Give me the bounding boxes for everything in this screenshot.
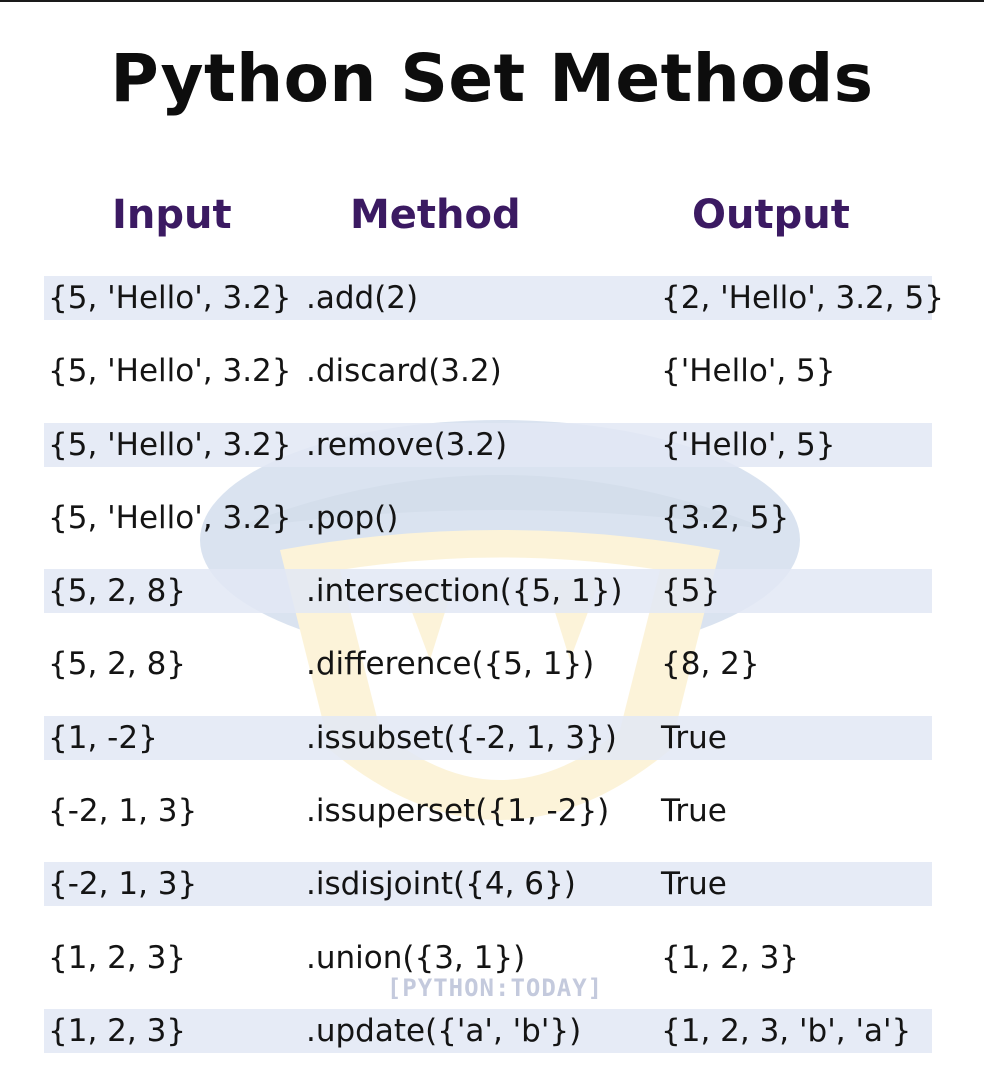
input-cell: {5, 'Hello', 3.2}	[48, 280, 292, 316]
page-title: Python Set Methods	[110, 40, 874, 117]
table-row: {5, 2, 8} .difference({5, 1}) {8, 2}	[44, 628, 932, 701]
input-cell: {1, 2, 3}	[48, 939, 187, 976]
method-cell: .isdisjoint({4, 6})	[306, 866, 576, 903]
table-row: {5, 2, 8} .intersection({5, 1}) {5}	[44, 555, 932, 628]
row-stripe	[44, 862, 932, 907]
row-stripe	[44, 276, 932, 320]
output-cell: {1, 2, 3}	[661, 939, 800, 976]
row-stripe	[44, 1008, 932, 1053]
output-cell: True	[661, 719, 727, 756]
output-cell: {'Hello', 5}	[661, 426, 836, 463]
method-cell: .intersection({5, 1})	[306, 573, 623, 610]
input-cell: {5, 2, 8}	[48, 573, 187, 610]
method-cell: .difference({5, 1})	[306, 646, 595, 683]
output-cell: {'Hello', 5}	[661, 353, 836, 390]
method-cell: .update({'a', 'b'})	[306, 1012, 582, 1049]
input-cell: {5, 2, 8}	[48, 646, 187, 683]
input-cell: {5, 'Hello', 3.2}	[48, 353, 292, 390]
input-cell: {1, 2, 3}	[48, 1012, 187, 1049]
output-cell: {8, 2}	[661, 646, 760, 683]
table-row: {-2, 1, 3} .issuperset({1, -2}) True	[44, 775, 932, 848]
input-cell: {5, 'Hello', 3.2}	[48, 426, 292, 463]
row-stripe	[44, 715, 932, 760]
method-cell: .add(2)	[306, 280, 419, 316]
input-cell: {-2, 1, 3}	[48, 793, 198, 830]
table-row: {1, 2, 3} .update({'a', 'b'}) {1, 2, 3, …	[44, 995, 932, 1068]
table-row: {5, 'Hello', 3.2} .add(2) {2, 'Hello', 3…	[44, 262, 944, 335]
output-cell: {1, 2, 3, 'b', 'a'}	[661, 1012, 912, 1049]
table-row: {5, 'Hello', 3.2} .pop() {3.2, 5}	[44, 482, 932, 555]
column-header-output: Output	[692, 192, 850, 238]
method-cell: .issubset({-2, 1, 3})	[306, 719, 617, 756]
table-header: Input Method Output	[0, 192, 984, 242]
table-row: {1, 2, 3} .union({3, 1}) {1, 2, 3}	[44, 922, 932, 995]
column-header-input: Input	[112, 192, 232, 238]
input-cell: {5, 'Hello', 3.2}	[48, 499, 292, 536]
input-cell: {-2, 1, 3}	[48, 866, 198, 903]
table-row: {5, 'Hello', 3.2} .remove(3.2) {'Hello',…	[44, 409, 932, 482]
table-row: {-2, 1, 3} .isdisjoint({4, 6}) True	[44, 848, 932, 921]
method-cell: .union({3, 1})	[306, 939, 526, 976]
method-cell: .pop()	[306, 499, 399, 536]
method-cell: .remove(3.2)	[306, 426, 508, 463]
watermark-text: [PYTHON:TODAY]	[386, 974, 604, 1002]
output-cell: True	[661, 866, 727, 903]
method-cell: .discard(3.2)	[306, 353, 502, 390]
output-cell: {5}	[661, 573, 721, 610]
row-stripe	[44, 569, 932, 614]
output-cell: {2, 'Hello', 3.2, 5}	[661, 280, 944, 316]
table-row: {1, -2} .issubset({-2, 1, 3}) True	[44, 702, 932, 775]
output-cell: True	[661, 793, 727, 830]
table-row: {5, 'Hello', 3.2} .discard(3.2) {'Hello'…	[44, 335, 932, 408]
input-cell: {1, -2}	[48, 719, 158, 756]
row-stripe	[44, 422, 932, 467]
column-header-method: Method	[350, 192, 521, 238]
top-rule	[0, 0, 984, 2]
set-methods-table: {5, 'Hello', 3.2} .add(2) {2, 'Hello', 3…	[44, 262, 944, 1068]
method-cell: .issuperset({1, -2})	[306, 793, 610, 830]
output-cell: {3.2, 5}	[661, 499, 790, 536]
